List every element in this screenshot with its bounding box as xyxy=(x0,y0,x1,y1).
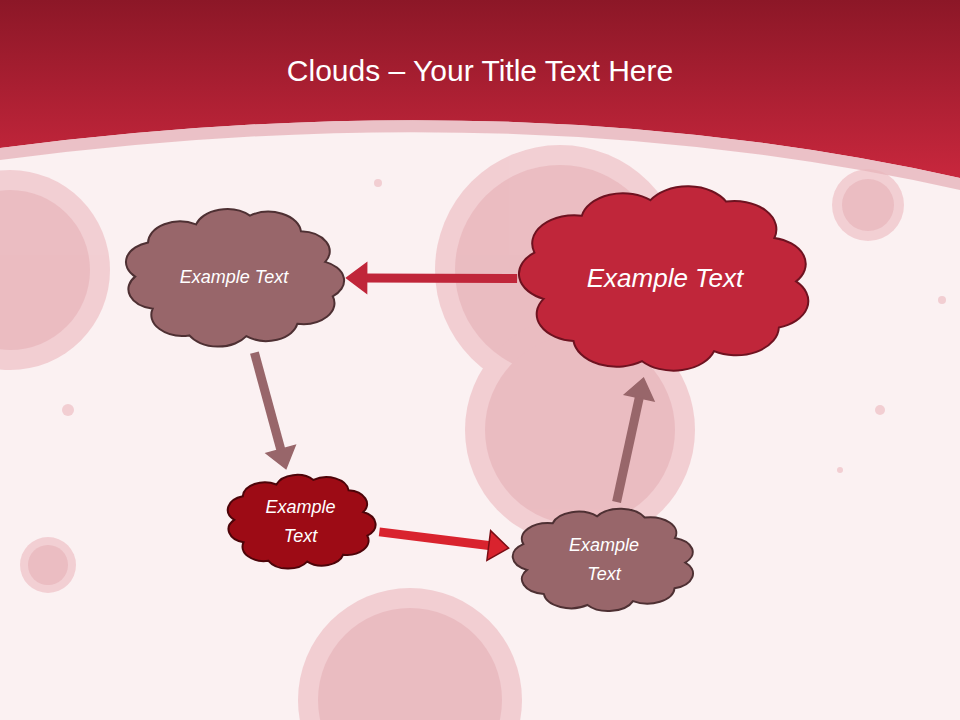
cloud-shape: Example Text xyxy=(500,168,830,390)
block-arrow xyxy=(379,531,508,561)
cloud-outline xyxy=(216,465,386,578)
cloud-label: Example Text xyxy=(180,263,288,292)
block-arrow xyxy=(347,263,517,293)
cloud-shape: Example Text xyxy=(110,195,358,360)
cloud-shape: Example Text xyxy=(216,465,386,578)
title-text: Clouds – Your Title Text Here xyxy=(287,54,673,87)
cloud-label: Example Text xyxy=(559,531,649,589)
title: Clouds – Your Title Text Here xyxy=(0,54,960,88)
ink-blots xyxy=(0,145,946,720)
cloud-shape: Example Text xyxy=(500,498,708,622)
block-arrow xyxy=(617,378,654,502)
block-arrow xyxy=(254,353,295,469)
cloud-label: Example Text xyxy=(256,493,346,551)
cloud-label: Example Text xyxy=(587,258,744,300)
header-arc xyxy=(0,120,960,190)
cloud-outline xyxy=(500,498,708,622)
